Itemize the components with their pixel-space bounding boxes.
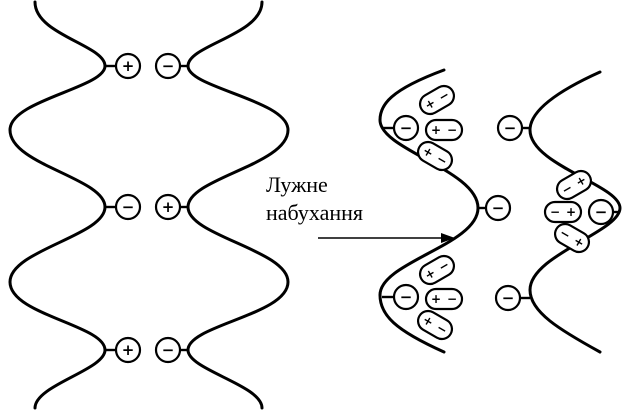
svg-text:−: − [400,119,413,137]
svg-text:−: − [504,119,517,137]
svg-text:+: + [122,341,135,359]
svg-text:−: − [447,123,457,137]
positive-ion: + [116,54,140,78]
dipole-pill: + − [414,138,455,173]
negative-ion: − [394,285,418,309]
negative-ion: − [394,116,418,140]
svg-text:−: − [447,292,457,306]
negative-ion: − [589,200,613,224]
negative-ion: − [498,116,522,140]
svg-text:+: + [162,198,175,216]
svg-text:−: − [162,341,175,359]
svg-text:+: + [122,57,135,75]
dipole-pill: − + [551,220,592,255]
arrow [318,233,455,243]
svg-text:−: − [595,203,608,221]
svg-text:+: + [566,205,576,219]
negative-ion: − [486,196,510,220]
svg-text:+: + [431,292,441,306]
svg-text:−: − [550,205,560,219]
dipole-pill: − + [553,167,594,202]
svg-text:+: + [431,123,441,137]
svg-text:−: − [122,198,135,216]
initial-state: + − − + + − [10,2,288,408]
dipole-pill: − + [545,202,581,222]
dipole-pill: + − [426,120,462,140]
left-fiber [10,2,105,408]
positive-ion: + [156,195,180,219]
negative-ion: − [496,286,520,310]
svg-text:−: − [162,57,175,75]
svg-text:−: − [502,289,515,307]
dipole-pill: + − [416,82,457,117]
svg-text:−: − [492,199,505,217]
dipole-pill: + − [426,289,462,309]
negative-ion: − [116,195,140,219]
caption-line-1: Лужне [266,172,328,197]
caption-line-2: набухання [266,200,363,225]
negative-ion: − [156,338,180,362]
swollen-state: − − − − − − + − + [380,70,620,352]
positive-ion: + [116,338,140,362]
svg-text:−: − [400,288,413,306]
dipole-pill: + − [414,307,455,342]
negative-ion: − [156,54,180,78]
